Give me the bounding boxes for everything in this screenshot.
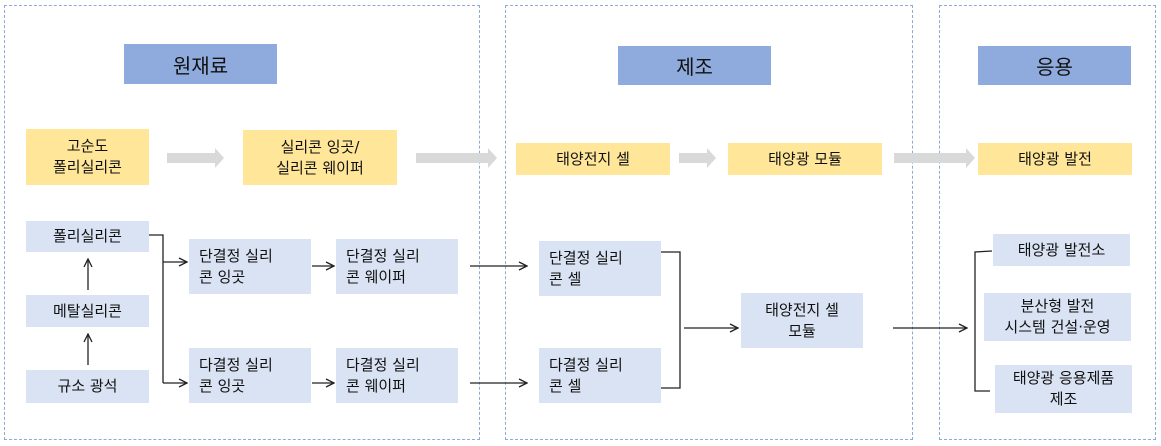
top-node-solar-power: 태양광 발전 bbox=[978, 143, 1132, 175]
node-poly-ingot: 다결정 실리 콘 잉곳 bbox=[189, 348, 311, 403]
node-mono-wafer: 단결정 실리 콘 웨이퍼 bbox=[336, 239, 458, 294]
node-cell-module: 태양전지 셀 모듈 bbox=[741, 293, 863, 348]
node-poly-wafer: 다결정 실리 콘 웨이퍼 bbox=[336, 348, 458, 403]
node-silica-ore: 규소 광석 bbox=[26, 370, 149, 403]
top-node-solar-cell: 태양전지 셀 bbox=[516, 143, 670, 175]
section-header-raw-materials: 원재료 bbox=[124, 44, 277, 84]
node-metal-silicon: 메탈실리콘 bbox=[26, 295, 149, 327]
node-app-products: 태양광 응용제품 제조 bbox=[995, 365, 1132, 413]
node-mono-cell: 단결정 실리 콘 셀 bbox=[539, 241, 661, 296]
node-app-power-plant: 태양광 발전소 bbox=[993, 234, 1130, 266]
connector-app-bracket bbox=[974, 250, 993, 392]
node-poly-cell: 다결정 실리 콘 셀 bbox=[539, 348, 661, 403]
section-header-manufacturing: 제조 bbox=[618, 46, 771, 85]
node-app-distributed-generation: 분산형 발전 시스템 건설·운영 bbox=[984, 293, 1131, 341]
panel-raw-materials bbox=[4, 5, 480, 440]
flow-arrow-1 bbox=[167, 148, 224, 168]
flow-arrow-3 bbox=[679, 148, 716, 168]
top-node-ingot-wafer: 실리콘 잉곳/ 실리콘 웨이퍼 bbox=[243, 130, 397, 185]
top-node-high-purity-polysilicon: 고순도 폴리실리콘 bbox=[26, 129, 149, 185]
section-header-application: 응용 bbox=[978, 46, 1131, 85]
connector-cell-merge bbox=[661, 251, 681, 389]
top-node-solar-module: 태양광 모듈 bbox=[728, 143, 882, 175]
panel-manufacturing bbox=[505, 5, 913, 440]
node-mono-ingot: 단결정 실리 콘 잉곳 bbox=[189, 239, 311, 294]
panel-application bbox=[939, 5, 1156, 440]
flow-arrow-4 bbox=[894, 148, 975, 168]
flow-arrow-2 bbox=[416, 148, 497, 168]
connector-poly-split bbox=[149, 234, 164, 383]
node-polysilicon: 폴리실리콘 bbox=[26, 221, 149, 252]
